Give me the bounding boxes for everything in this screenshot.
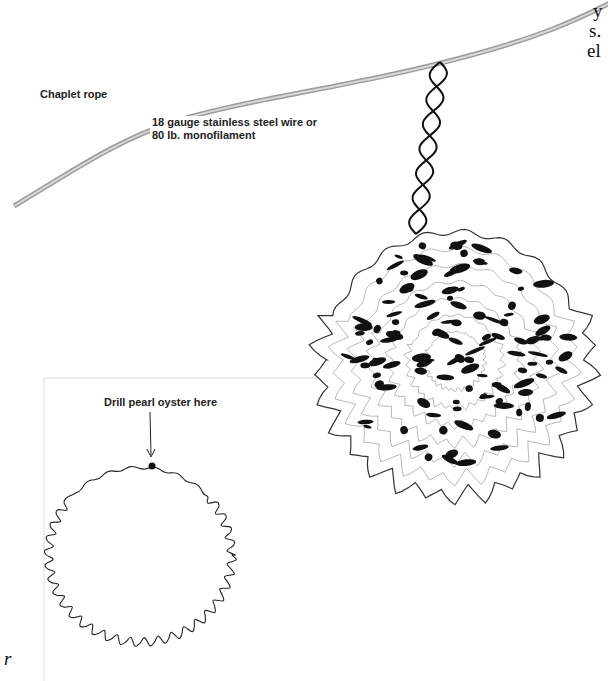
page-fragment: y bbox=[593, 0, 603, 22]
pearl-oyster bbox=[309, 229, 600, 504]
part-label: 18 gauge stainless steel wire or 80 lb. … bbox=[150, 116, 322, 141]
drill-hole bbox=[149, 463, 156, 470]
rope-highlight bbox=[14, 2, 608, 206]
page-fragment: r bbox=[4, 648, 11, 670]
twisted-wire bbox=[409, 62, 447, 234]
rope-body bbox=[14, 2, 608, 206]
part-label: Chaplet rope bbox=[38, 88, 162, 101]
leader-arrow bbox=[147, 449, 155, 457]
page-fragment: el bbox=[587, 40, 601, 62]
leader-line bbox=[150, 412, 151, 455]
page-fragment: s. bbox=[589, 20, 601, 42]
oyster-outline bbox=[44, 463, 236, 647]
instruction-label: Drill pearl oyster here bbox=[102, 396, 266, 409]
shell-outline bbox=[309, 229, 600, 504]
panel-frame bbox=[44, 378, 340, 681]
chaplet-rope bbox=[14, 2, 608, 206]
shell-outline-view bbox=[44, 467, 236, 647]
shell-texture bbox=[328, 238, 581, 486]
